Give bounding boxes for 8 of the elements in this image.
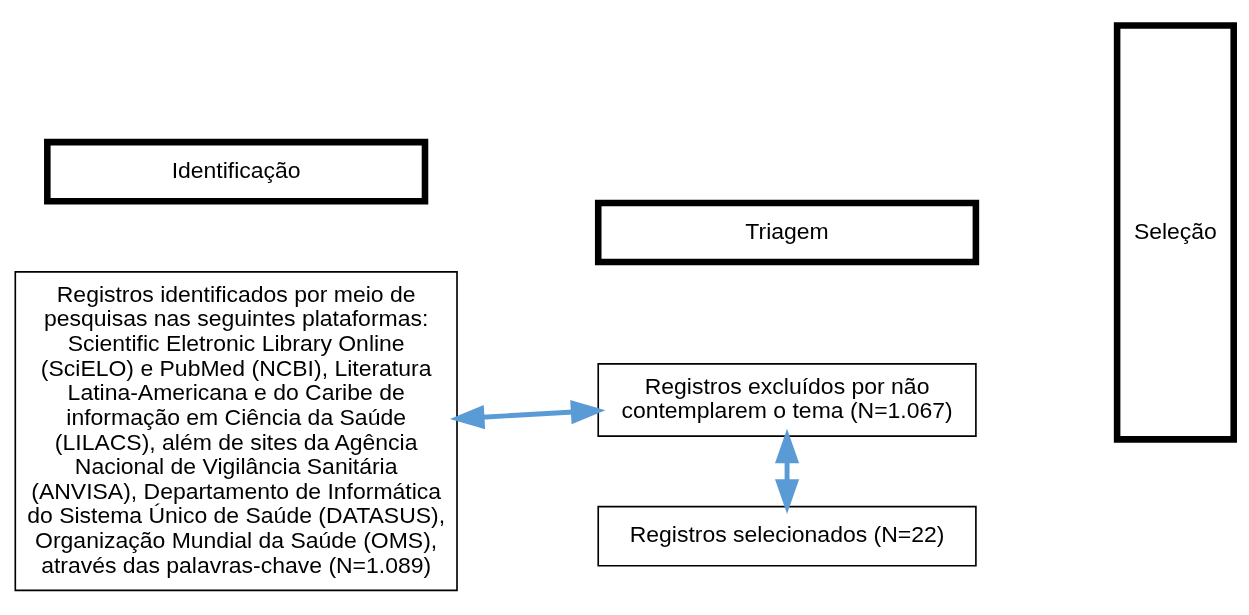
arrow: [449, 399, 606, 429]
node-box: Identificação: [44, 138, 429, 205]
node-box: Seleção: [1113, 21, 1237, 443]
node-box: Registros identificados por meio de pesquisas nas seguintes plataformas: Scientific Eletronic Library Online (SciELO) e PubMed (NCBI), Literatura Latina-Americana e do Caribe de informação em Ciência da Saúde (LILACS), além de sites da Agência Nacional de Vigilância Sanitária (ANVISA), Departamento de Informática do Sistema Único de Saúde (DATASUS), Organização Mundial da Saúde (OMS), através das palavras-chave (N=1.089): [14, 270, 458, 591]
node-box: Triagem: [594, 199, 980, 265]
node-box: Registros excluídos por não contemplarem o tema (N=1.067): [597, 362, 977, 437]
node-box: Registros selecionados (N=22): [597, 505, 977, 567]
arrow: [774, 428, 800, 514]
